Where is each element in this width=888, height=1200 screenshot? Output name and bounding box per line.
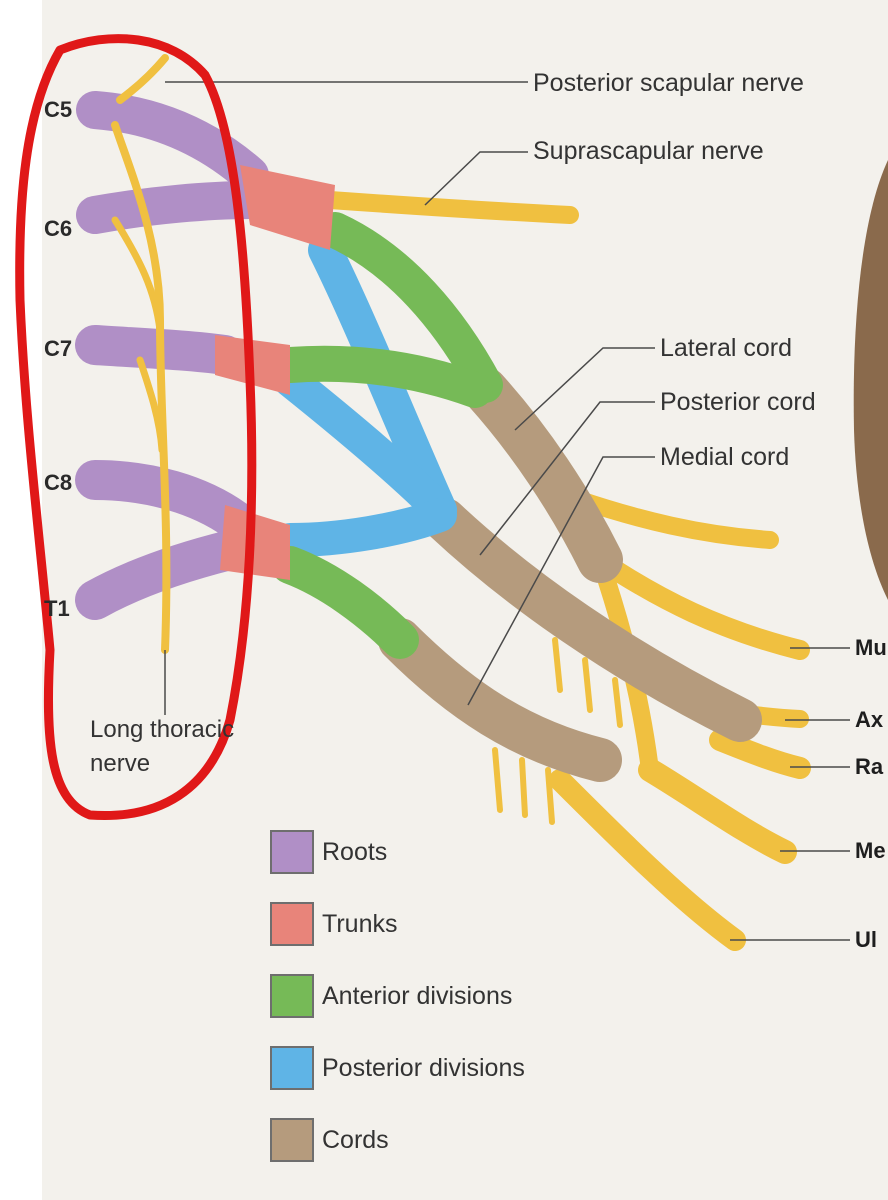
- branch-label-musculocutaneous: Mu: [855, 635, 887, 660]
- legend-swatch-posterior-divisions: [270, 1046, 314, 1090]
- root-label-c7: C7: [44, 336, 73, 361]
- label-posterior-scapular-nerve: Posterior scapular nerve: [533, 69, 804, 97]
- medial-cord-path: [378, 618, 622, 782]
- proximal-nerves: [111, 54, 171, 654]
- small-rootlets: [492, 637, 623, 825]
- terminal-nerves: [321, 191, 811, 951]
- legend-swatch-roots: [270, 830, 314, 874]
- legend-label-trunks: Trunks: [322, 909, 398, 938]
- suprascapular-nerve-path: [321, 191, 579, 224]
- legend-item-anterior-divisions: Anterior divisions: [270, 974, 512, 1018]
- legend-item-posterior-divisions: Posterior divisions: [270, 1046, 525, 1090]
- shoulder-silhouette: [853, 160, 888, 600]
- root-label-c5: C5: [44, 97, 73, 122]
- label-long-thoracic-line1: Long thoracic: [90, 716, 235, 743]
- cords: [378, 367, 762, 782]
- radial-nerve: [709, 729, 811, 779]
- legend-item-cords: Cords: [270, 1118, 389, 1162]
- lateral-pectoral-branch: [571, 491, 779, 549]
- leader-medial-cord: [467, 456, 655, 706]
- branch-label-ulnar: Ul: [855, 927, 877, 952]
- label-medial-cord: Medial cord: [660, 443, 790, 471]
- long-thoracic-nerve: [111, 121, 171, 654]
- legend-label-posterior-divisions: Posterior divisions: [322, 1053, 525, 1082]
- branch-label-median: Me: [855, 838, 886, 863]
- lateral-cord-path: [462, 367, 623, 583]
- label-posterior-cord: Posterior cord: [660, 388, 816, 416]
- label-suprascapular-nerve: Suprascapular nerve: [533, 137, 764, 165]
- legend-label-anterior-divisions: Anterior divisions: [322, 981, 513, 1010]
- legend-swatch-trunks: [270, 902, 314, 946]
- leader-posterior-cord: [479, 401, 655, 556]
- branch-label-axillary: Ax: [855, 707, 884, 732]
- leader-lateral-cord: [514, 347, 655, 431]
- lower-trunk: [220, 505, 290, 580]
- annotation-circle: [15, 34, 257, 821]
- posterior-cord-path: [423, 498, 762, 742]
- legend-item-roots: Roots: [270, 830, 387, 874]
- legend-label-cords: Cords: [322, 1125, 389, 1154]
- label-lateral-cord: Lateral cord: [660, 334, 793, 362]
- root-label-t1: T1: [44, 596, 70, 621]
- legend-item-trunks: Trunks: [270, 902, 397, 946]
- legend-swatch-cords: [270, 1118, 314, 1162]
- musculocutaneous-nerve: [590, 550, 810, 660]
- root-c6-shape: [76, 181, 269, 234]
- leader-lines: [164, 81, 850, 941]
- label-long-thoracic-line2: nerve: [90, 750, 151, 777]
- ulnar-nerve: [549, 769, 746, 951]
- legend-label-roots: Roots: [322, 837, 388, 866]
- upper-trunk: [240, 165, 335, 250]
- posterior-scapular-nerve: [116, 54, 169, 104]
- leader-suprascapular: [424, 151, 528, 206]
- anterior-divisions: [271, 212, 503, 659]
- root-label-c6: C6: [44, 216, 73, 241]
- branch-label-radial: Ra: [855, 754, 884, 779]
- root-c8-shape: [75, 460, 255, 540]
- legend-swatch-anterior-divisions: [270, 974, 314, 1018]
- root-label-c8: C8: [44, 470, 73, 495]
- median-nerve: [638, 758, 797, 864]
